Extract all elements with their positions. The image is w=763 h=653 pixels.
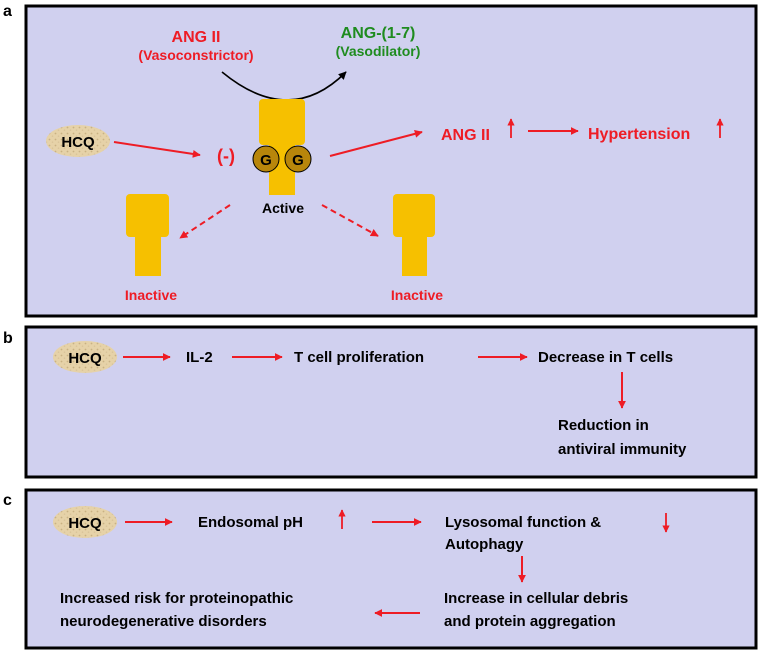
il2-label: IL-2	[186, 349, 213, 366]
debris-label-line1: Increase in cellular debris	[444, 590, 628, 607]
panel-a-label: a	[3, 3, 12, 20]
risk-label-line2: neurodegenerative disorders	[60, 613, 267, 630]
ang2-sublabel: (Vasoconstrictor)	[138, 47, 253, 63]
hcq-label-b: HCQ	[68, 350, 102, 367]
lysosomal-label-line1: Lysosomal function &	[445, 514, 601, 531]
endosomal-ph-label: Endosomal pH	[198, 514, 303, 531]
hcq-label-a: HCQ	[61, 134, 95, 151]
panel-a: a ANG II (Vasoconstrictor) ANG-(1-7) (Va…	[3, 3, 758, 318]
hcq-label-c: HCQ	[68, 515, 102, 532]
inactive-right-label: Inactive	[391, 287, 443, 303]
panel-c-box	[24, 488, 758, 650]
active-receptor: G G	[252, 99, 312, 195]
ang17-label: ANG-(1-7)	[341, 25, 416, 42]
hcq-badge-a	[46, 125, 110, 157]
lysosomal-label-line2: Autophagy	[445, 536, 524, 553]
ang2-label: ANG II	[172, 29, 221, 46]
hypertension-label: Hypertension	[588, 126, 690, 143]
inactive-receptor-left	[126, 194, 169, 276]
debris-label-line2: and protein aggregation	[444, 613, 616, 630]
inactive-receptor-right	[393, 194, 435, 276]
g-protein-right-label: G	[292, 152, 304, 169]
g-protein-right	[284, 145, 312, 173]
hcq-inhibit-arrow	[113, 141, 201, 158]
panel-b: b HCQ IL-2 T cell proliferation Decrease…	[3, 325, 758, 479]
ang2-up-label: ANG II	[441, 127, 490, 144]
ang17-sublabel: (Vasodilator)	[336, 43, 421, 59]
g-protein-left-label: G	[260, 152, 272, 169]
panel-b-box	[24, 325, 758, 479]
panel-c-label: c	[3, 492, 12, 509]
hcq-badge-b	[53, 341, 117, 373]
decrease-tcells-label: Decrease in T cells	[538, 349, 673, 366]
panel-b-label: b	[3, 330, 13, 347]
inactive-left-label: Inactive	[125, 287, 177, 303]
to-inactive-right-arrow	[321, 204, 379, 237]
reduction-label-line2: antiviral immunity	[558, 441, 687, 458]
panel-c: c HCQ Endosomal pH Lysosomal function & …	[3, 488, 758, 650]
reduction-label-line1: Reduction in	[558, 417, 649, 434]
g-protein-left	[252, 145, 280, 173]
hcq-badge-c	[53, 506, 117, 538]
risk-label-line1: Increased risk for proteinopathic	[60, 590, 293, 607]
to-ang2-arrow	[329, 129, 423, 157]
tcell-proliferation-label: T cell proliferation	[294, 349, 424, 366]
active-label: Active	[262, 200, 304, 216]
inhibit-symbol: (-)	[217, 146, 235, 166]
